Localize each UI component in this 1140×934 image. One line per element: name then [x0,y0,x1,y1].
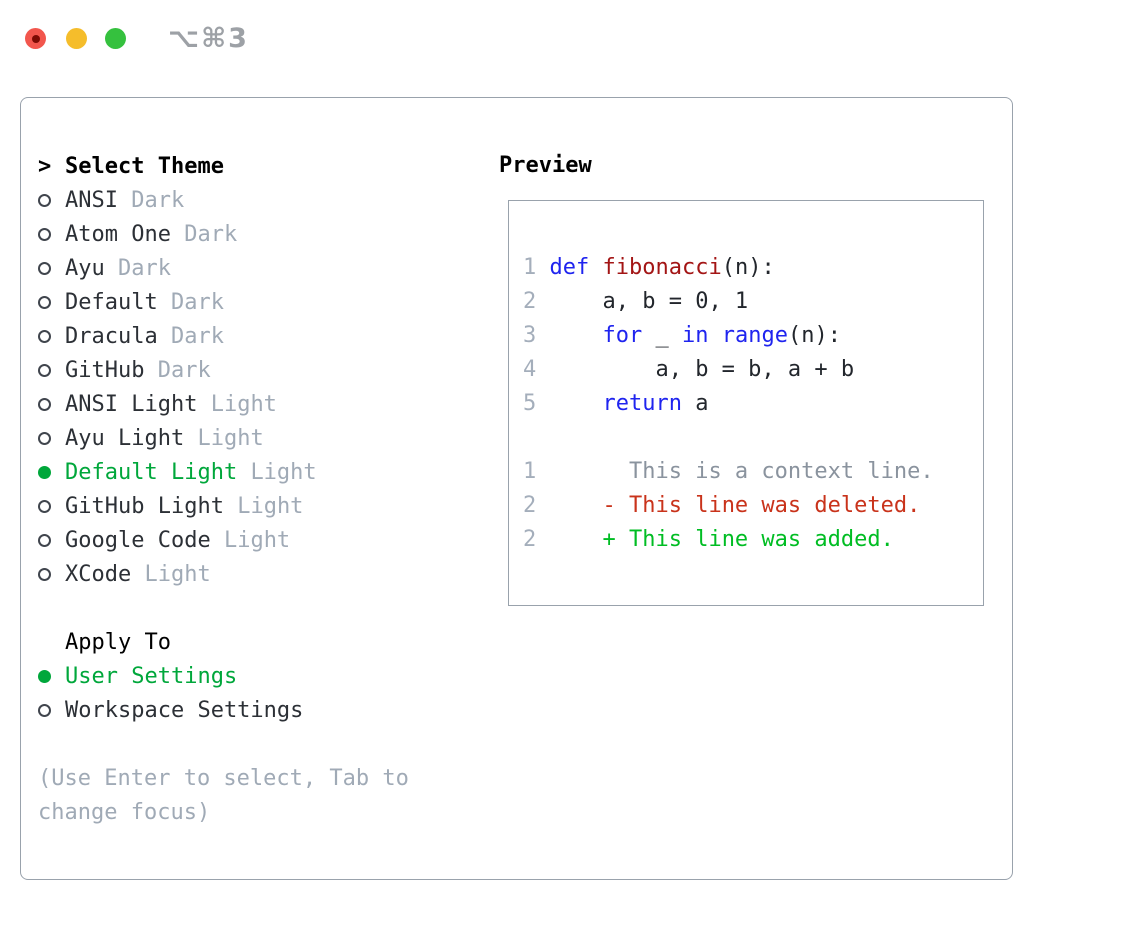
radio-circle-icon [38,363,65,377]
theme-label: Atom One [65,221,171,247]
theme-variant: Light [223,527,291,553]
radio-circle-icon [38,261,65,275]
radio-circle-icon [38,329,65,343]
theme-option-default-light-selected[interactable]: Default Light Light [38,455,409,489]
theme-variant: Dark [170,289,224,315]
theme-variant: Light [144,561,211,587]
hint-text-line2: change focus) [38,799,211,825]
line-number: 2 [523,289,537,314]
theme-option-github-light[interactable]: GitHub Light Light [38,489,409,523]
theme-label: Ayu [65,255,105,281]
code-line: 2 a, b = 0, 1 [523,285,983,319]
theme-option-ayu-light[interactable]: Ayu Light Light [38,421,409,455]
theme-variant: Light [197,425,264,451]
apply-option-workspace-settings[interactable]: Workspace Settings [38,693,409,727]
line-number: 2 [523,527,537,552]
theme-label: ANSI [65,187,118,213]
apply-option-label: User Settings [65,663,238,689]
hint-text-line1: (Use Enter to select, Tab to [38,765,409,791]
radio-circle-icon [38,499,65,513]
code-line: 3 for _ in range(n): [523,319,983,353]
theme-option-google-code[interactable]: Google Code Light [38,523,409,557]
apply-to-header: Apply To [38,625,409,659]
theme-option-atom-one-dark[interactable]: Atom One Dark [38,217,409,251]
radio-circle-filled-icon [38,669,65,683]
theme-option-github-dark[interactable]: GitHub Dark [38,353,409,387]
minimize-button[interactable] [66,28,87,49]
theme-variant: Light [250,459,317,485]
apply-to-title: Apply To [65,629,171,655]
diff-context-line: 1 This is a context line. [523,455,983,489]
theme-label: Dracula [65,323,158,349]
theme-option-ansi-dark[interactable]: ANSI Dark [38,183,409,217]
close-button[interactable] [25,28,46,49]
sidebar-title: Select Theme [65,153,224,179]
line-number: 1 [523,255,537,280]
theme-variant: Dark [170,323,224,349]
spacer [38,727,409,761]
radio-circle-icon [38,227,65,241]
theme-option-ansi-light[interactable]: ANSI Light Light [38,387,409,421]
line-number: 1 [523,459,537,484]
diff-added-line: 2 + This line was added. [523,523,983,557]
code-line: 4 a, b = b, a + b [523,353,983,387]
zoom-button[interactable] [105,28,126,49]
preview-title: Preview [499,153,592,178]
diff-deleted-line: 2 - This line was deleted. [523,489,983,523]
line-number: 4 [523,357,537,382]
theme-option-xcode[interactable]: XCode Light [38,557,409,591]
theme-option-dracula-dark[interactable]: Dracula Dark [38,319,409,353]
spacer [38,591,409,625]
code-line: 5 return a [523,387,983,421]
theme-option-ayu-dark[interactable]: Ayu Dark [38,251,409,285]
theme-label: XCode [65,561,132,587]
radio-circle-icon [38,397,65,411]
theme-label: Default Light [65,459,238,485]
theme-variant: Light [210,391,277,417]
theme-selector-panel: > Select Theme ANSI Dark Atom One Dark A… [20,97,1013,880]
radio-circle-icon [38,703,65,717]
theme-variant: Dark [118,255,171,281]
radio-circle-icon [38,193,65,207]
apply-option-label: Workspace Settings [65,697,304,723]
titlebar: ⌥⌘3 [0,0,1140,70]
radio-circle-filled-icon [38,465,65,479]
theme-label: Ayu Light [65,425,185,451]
theme-label: GitHub Light [65,493,224,519]
theme-variant: Dark [184,221,238,247]
radio-circle-icon [38,533,65,547]
theme-variant: Light [237,493,304,519]
apply-option-user-settings-selected[interactable]: User Settings [38,659,409,693]
theme-label: Google Code [65,527,211,553]
radio-circle-icon [38,431,65,445]
sidebar: > Select Theme ANSI Dark Atom One Dark A… [38,149,409,829]
window-title: ⌥⌘3 [168,23,249,54]
radio-circle-icon [38,295,65,309]
theme-option-default-dark[interactable]: Default Dark [38,285,409,319]
select-theme-header: > Select Theme [38,149,409,183]
theme-variant: Dark [131,187,185,213]
prompt-caret: > [38,153,52,179]
close-dot-icon [31,34,40,43]
theme-label: Default [65,289,158,315]
line-number: 3 [523,323,537,348]
theme-label: GitHub [65,357,145,383]
line-number: 2 [523,493,537,518]
theme-variant: Dark [157,357,211,383]
line-number: 5 [523,391,537,416]
theme-label: ANSI Light [65,391,198,417]
radio-circle-icon [38,567,65,581]
blank-line [523,421,983,455]
